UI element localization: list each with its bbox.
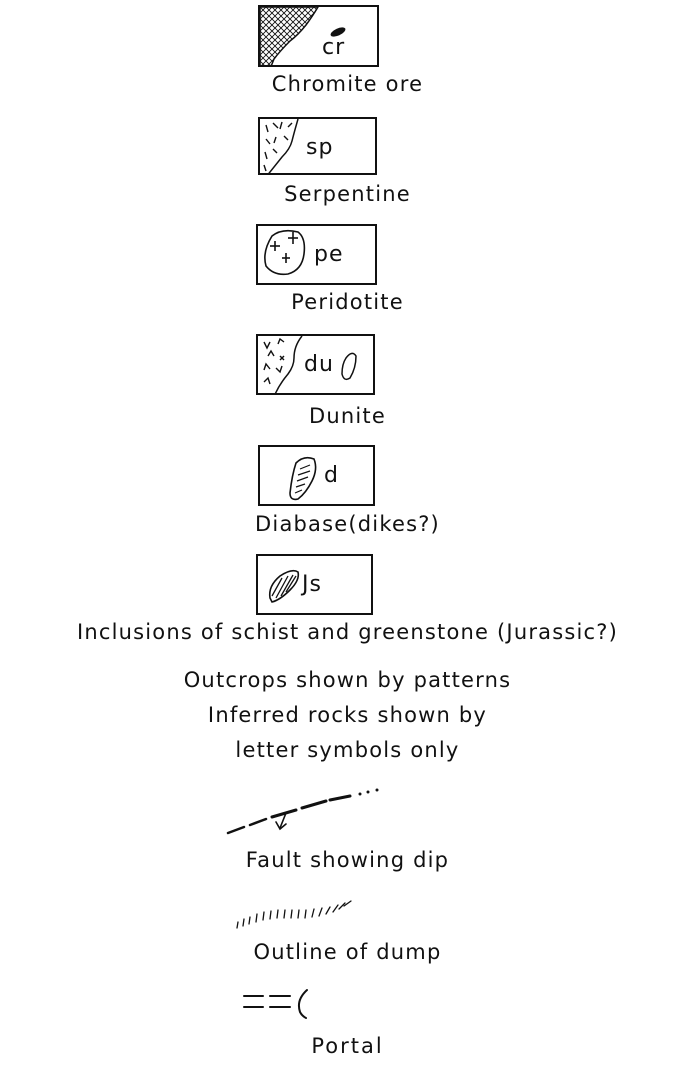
serpentine-box: sp <box>258 117 377 175</box>
note-line: Inferred rocks shown by <box>207 703 488 727</box>
schist-inclusions-box: Js <box>256 554 373 615</box>
diabase-dike-pattern-icon <box>289 456 317 501</box>
unit-symbol: sp <box>306 135 334 160</box>
schist-inclusion-pattern-icon <box>268 569 300 603</box>
peridotite-box: pe <box>256 224 377 285</box>
crosshatch-pattern-icon <box>260 7 346 65</box>
note-line: Outcrops shown by patterns <box>183 668 512 692</box>
unit-symbol: cr <box>322 35 346 60</box>
dunite-box: du <box>256 334 375 395</box>
diabase-box: d <box>258 445 375 506</box>
dunite-v-pattern-icon <box>263 336 357 393</box>
serpentine-dash-pattern-icon <box>263 119 299 173</box>
unit-caption: Diabase(dikes?) <box>255 512 440 536</box>
unit-symbol: d <box>324 463 339 488</box>
peridotite-plus-pattern-icon <box>264 229 306 276</box>
feature-caption: Fault showing dip <box>245 848 450 872</box>
unit-caption: Dunite <box>309 404 386 428</box>
unit-caption: Peridotite <box>291 290 404 314</box>
unit-caption: Chromite ore <box>271 72 424 96</box>
note-line: letter symbols only <box>235 738 460 762</box>
unit-symbol: pe <box>314 242 344 267</box>
chromite-ore-box: cr <box>258 5 379 67</box>
unit-caption: Serpentine <box>284 182 411 206</box>
unit-symbol: Js <box>302 572 322 597</box>
unit-symbol: du <box>304 352 334 377</box>
feature-caption: Outline of dump <box>253 940 442 964</box>
unit-caption: Inclusions of schist and greenstone (Jur… <box>76 620 619 644</box>
feature-caption: Portal <box>311 1034 384 1058</box>
